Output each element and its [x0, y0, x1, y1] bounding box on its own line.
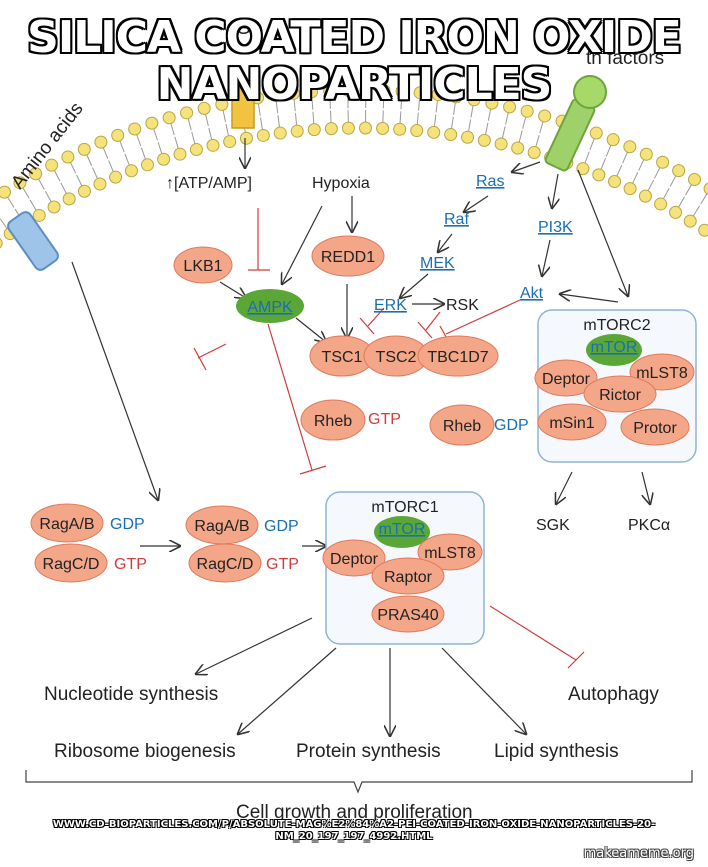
redd1-node: [311, 235, 385, 277]
ragc-d-1-node: [34, 543, 108, 583]
lipid-synthesis-label: Lipid synthesis: [494, 741, 619, 762]
redd1-label: REDD1: [321, 249, 375, 266]
tbc1d7-label: TBC1D7: [427, 349, 488, 366]
msin1-label: mSin1: [549, 415, 594, 432]
lkb1-label: LKB1: [183, 258, 222, 275]
gdp-1-label: GDP: [110, 516, 145, 533]
rictor-label: Rictor: [599, 387, 641, 404]
gdp-2-label: GDP: [264, 518, 299, 535]
hypoxia-label: Hypoxia: [312, 175, 370, 192]
raf-label: Raf: [444, 211, 469, 228]
deptor-2-node: [534, 359, 598, 397]
protein-synthesis-label: Protein synthesis: [296, 741, 441, 762]
mtorc2-title: mTORC2: [583, 317, 650, 334]
mlst8-1-node: [417, 533, 483, 571]
cell-membrane: [0, 83, 708, 249]
mtorc1-title: mTORC1: [371, 499, 438, 516]
outcome-brace: [25, 770, 693, 794]
msin1-node: [537, 403, 607, 441]
mtor-2-label: mTOR: [591, 339, 638, 356]
ampk-label: AMPK: [247, 299, 293, 316]
cell-growth-label: Cell growth and proliferation: [236, 802, 473, 823]
mek-label: MEK: [420, 255, 455, 272]
deptor-1-label: Deptor: [330, 551, 379, 568]
ampk-node: [236, 289, 304, 323]
inhibition-lines: [193, 208, 585, 669]
gtp-rheb-label: GTP: [368, 411, 401, 428]
raptor-node: [371, 557, 445, 595]
ribosome-biogenesis-label: Ribosome biogenesis: [54, 741, 236, 762]
amino-acids-label: Amino acids: [7, 99, 87, 193]
ragc-d-2-label: RagC/D: [197, 556, 254, 573]
lkb1-node: [173, 246, 233, 284]
protor-label: Protor: [633, 420, 677, 437]
akt-label: Akt: [520, 285, 544, 302]
gdp-rheb-label: GDP: [494, 417, 529, 434]
rheb-gtp-label: Rheb: [314, 413, 352, 430]
pkca-label: PKCα: [628, 517, 670, 534]
rheb-gdp-node: [429, 404, 495, 446]
gtp-2-label: GTP: [266, 556, 299, 573]
tsc1-label: TSC1: [322, 349, 363, 366]
tsc2-label: TSC2: [376, 349, 417, 366]
nucleotide-synthesis-label: Nucleotide synthesis: [44, 684, 218, 705]
tbc1d7-node: [417, 335, 499, 377]
mlst8-2-label: mLST8: [636, 365, 688, 382]
glucose-label-partial: Gl: [236, 18, 255, 39]
raptor-label: Raptor: [384, 569, 433, 586]
meme-top-caption: SILICA COATED IRON OXIDE NANOPARTICLES: [27, 12, 682, 110]
ras-label: Ras: [476, 173, 504, 190]
erk-label: ERK: [374, 297, 407, 314]
rheb-gdp-label: Rheb: [443, 418, 481, 435]
gtp-1-label: GTP: [114, 556, 147, 573]
rheb-gtp-node: [300, 399, 366, 441]
raga-b-1-label: RagA/B: [39, 516, 94, 533]
raga-b-2-label: RagA/B: [194, 518, 249, 535]
autophagy-label: Autophagy: [568, 684, 659, 705]
deptor-2-label: Deptor: [542, 371, 591, 388]
growth-factor-receptor: [544, 75, 607, 172]
ragc-d-1-label: RagC/D: [43, 556, 100, 573]
rsk-label: RSK: [446, 297, 479, 314]
growth-factors-label: th factors: [586, 48, 664, 69]
amino-acid-transporter: [7, 211, 59, 271]
pras40-node: [371, 595, 445, 633]
sgk-label: SGK: [536, 517, 570, 534]
mlst8-1-label: mLST8: [424, 545, 476, 562]
raga-b-1-node: [30, 503, 104, 543]
mtorc1-complex: mTORC1 mTOR Deptor mLST8 Raptor PRAS40: [322, 491, 485, 645]
protor-node: [620, 408, 690, 446]
deptor-1-node: [322, 539, 386, 577]
pras40-label: PRAS40: [377, 607, 438, 624]
makeameme-watermark: makeameme.org: [583, 846, 694, 861]
protein-nodes: [30, 235, 499, 583]
rictor-node: [583, 375, 657, 413]
meme-bottom-caption: WWW.CD-BIOPARTICLES.COM/P/ABSOLUTE-MAG%E…: [52, 819, 656, 842]
mtor-1-label: mTOR: [379, 521, 426, 538]
atp-amp-label: ↑[ATP/AMP]: [166, 175, 252, 192]
ragc-d-2-node: [188, 543, 262, 583]
glucose-transporter: [231, 87, 255, 129]
mtorc2-complex: mTORC2 mTOR Deptor mLST8 Rictor mSin1 Pr…: [534, 309, 697, 463]
pi3k-label: PI3K: [538, 219, 573, 236]
activation-arrows: [71, 138, 650, 736]
